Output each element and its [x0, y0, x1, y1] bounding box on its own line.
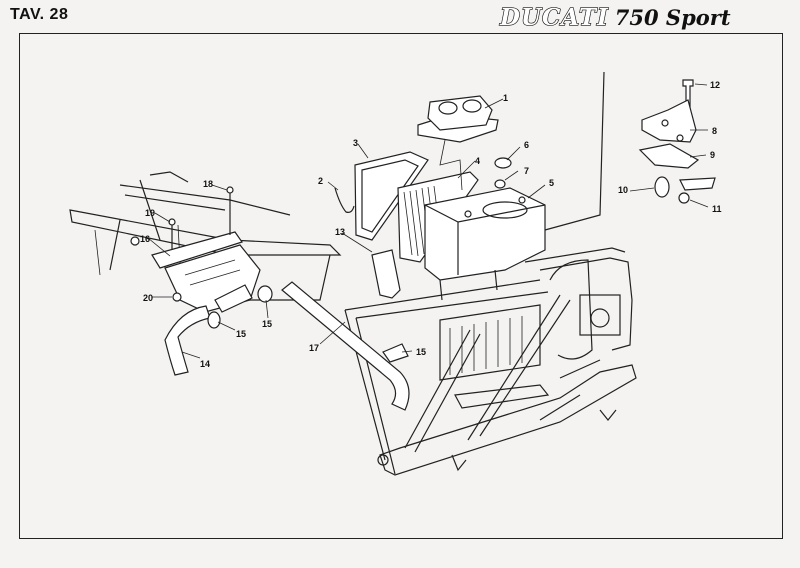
callout-label: 2: [318, 176, 323, 186]
spacer-10: [654, 176, 670, 198]
clamp-15b: [257, 285, 273, 303]
brand-logo: DUCATI: [499, 3, 609, 31]
clamp-15a: [207, 311, 221, 329]
nut-7: [494, 179, 506, 189]
cap-6: [494, 157, 512, 169]
clip-2: [334, 187, 355, 213]
callout-label: 15: [416, 347, 426, 357]
callout-label: 15: [262, 319, 272, 329]
hose-17: [281, 281, 410, 411]
callout-label: 17: [309, 343, 319, 353]
callout-label: 13: [335, 227, 345, 237]
callout-label: 3: [353, 138, 358, 148]
inset-bracket-parts: [638, 79, 716, 204]
callout-label: 19: [145, 208, 155, 218]
callout-label: 11: [712, 204, 722, 214]
callout-label: 9: [710, 150, 715, 160]
callout-label: 8: [712, 126, 717, 136]
main-frame: [344, 247, 637, 476]
airbox-lower: [151, 231, 261, 313]
airbox-5: [424, 187, 546, 301]
gasket-9: [638, 143, 700, 169]
callout-label: 14: [200, 359, 210, 369]
bracket-8: [641, 99, 697, 143]
callout-label: 4: [475, 156, 480, 166]
nut-20: [172, 292, 182, 302]
clamp-15c: [382, 343, 409, 363]
callout-label: 6: [524, 140, 529, 150]
diagram-frame: [19, 33, 783, 539]
callout-label: 12: [710, 80, 720, 90]
plate-number: TAV. 28: [10, 6, 69, 23]
leader-lines: [147, 83, 709, 359]
callout-label: 15: [236, 329, 246, 339]
hose-14: [164, 305, 211, 376]
callout-label: 20: [143, 293, 153, 303]
intake-manifold-1: [417, 95, 499, 191]
nut-11: [678, 192, 690, 204]
callout-label: 1: [503, 93, 508, 103]
callout-label: 10: [618, 185, 628, 195]
callout-label: 18: [203, 179, 213, 189]
model-name: 750 Sport: [614, 5, 731, 30]
inset-divider: [544, 71, 605, 231]
grommet: [130, 236, 140, 246]
callout-labels: 1 2 3 4 5 6 7 8 9 10 11 12 13 14 15 15 1…: [140, 80, 722, 369]
callout-label: 5: [549, 178, 554, 188]
callout-label: 7: [524, 166, 529, 176]
intake-duct-13: [371, 249, 401, 299]
callout-label: 16: [140, 234, 150, 244]
